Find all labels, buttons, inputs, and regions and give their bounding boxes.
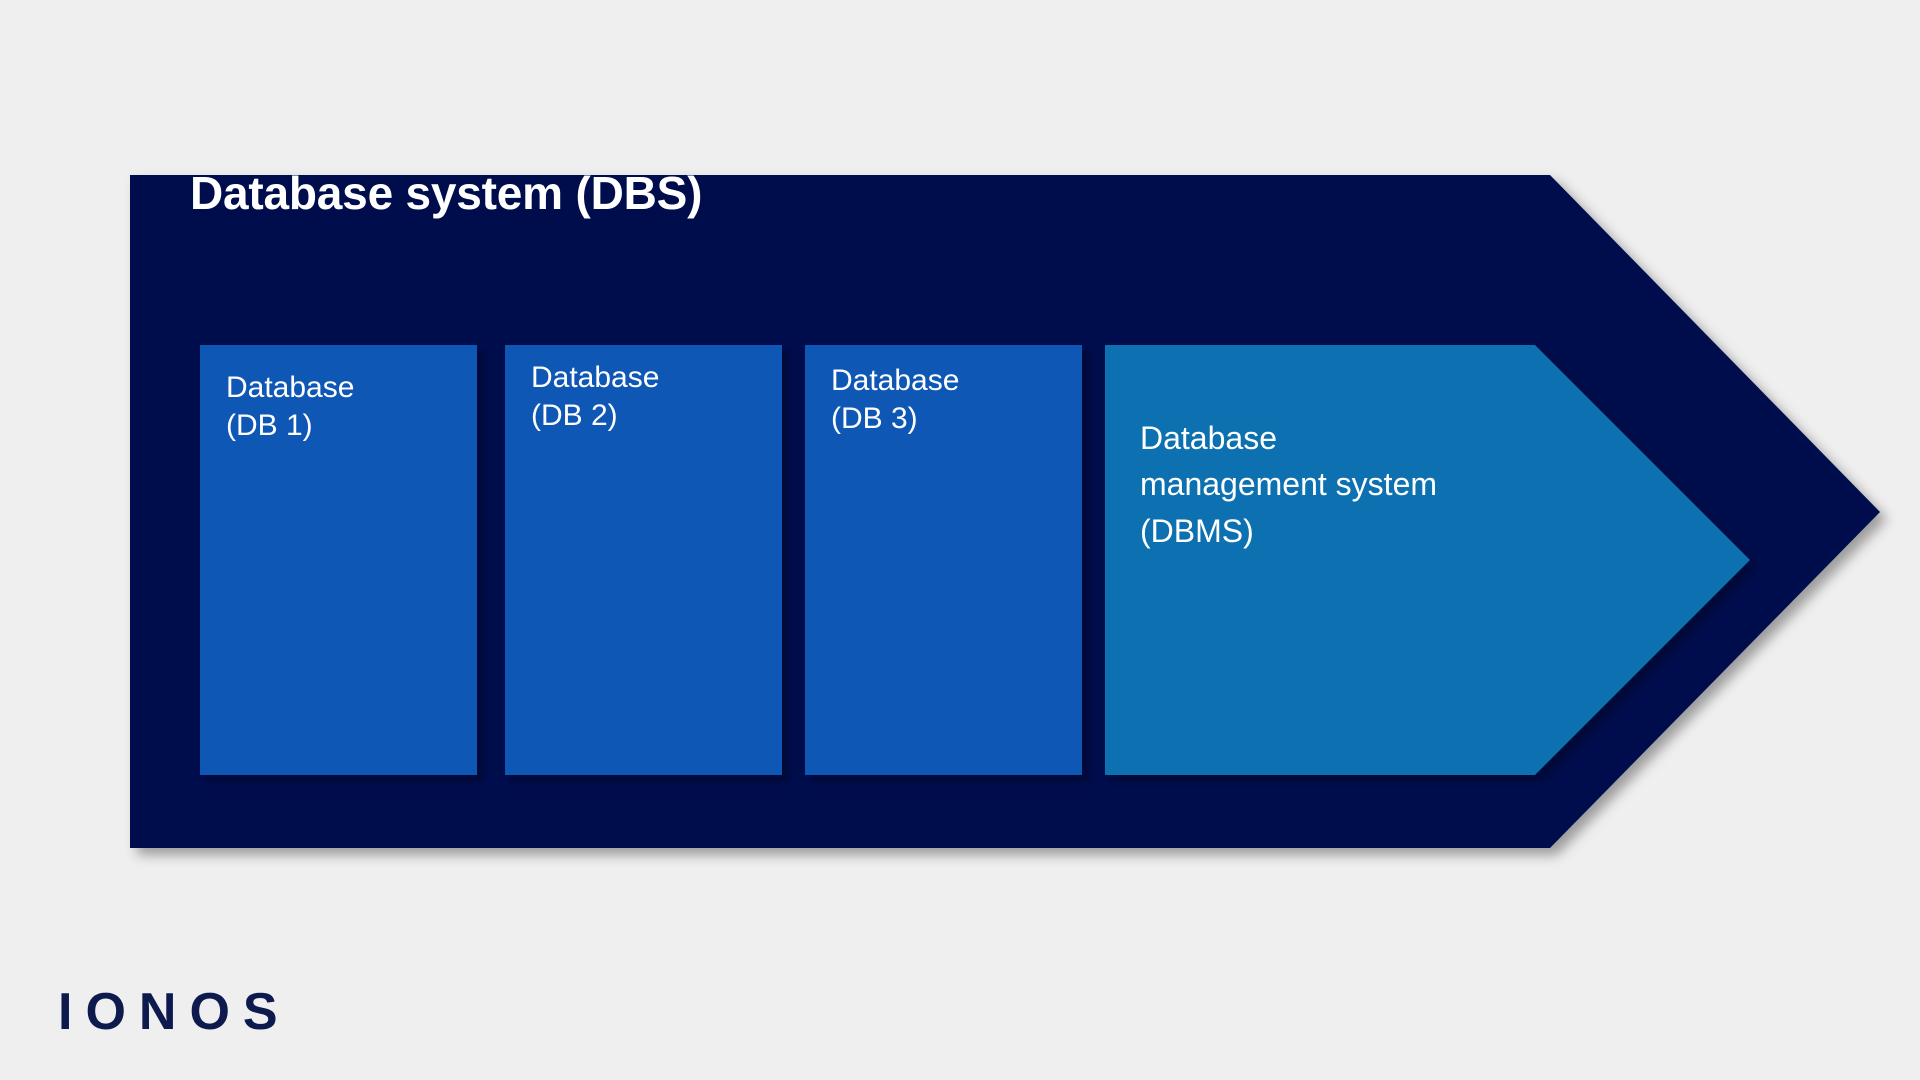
database-box-db-2[interactable]: Database (DB 2) — [505, 345, 782, 775]
ionos-logo: IONOS — [58, 983, 291, 1041]
database-box-db-2-label: Database (DB 2) — [531, 361, 660, 433]
database-box-db-1[interactable]: Database (DB 1) — [200, 345, 477, 775]
page-title: Database system (DBS) — [190, 167, 703, 219]
database-box-db-3[interactable]: Database (DB 3) — [805, 345, 1082, 775]
database-box-db-1-label: Database (DB 1) — [226, 371, 355, 443]
dbms-arrow-shape — [1105, 345, 1750, 775]
dbms-block[interactable] — [1105, 345, 1750, 775]
database-box-db-3-label: Database (DB 3) — [831, 364, 960, 436]
dbms-block-label: Database management system (DBMS) — [1140, 420, 1438, 549]
